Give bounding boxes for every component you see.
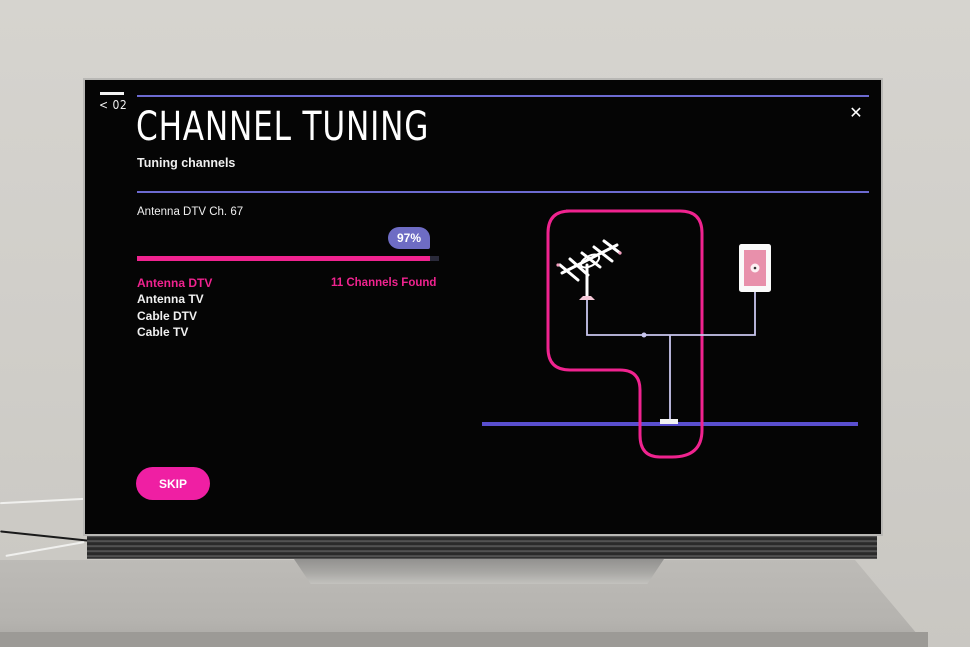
cable — [5, 541, 85, 557]
tv-frame: < 02 CHANNEL TUNING Tuning channels ✕ An… — [83, 78, 883, 536]
step-indicator-bar — [100, 92, 124, 95]
close-icon: ✕ — [849, 103, 863, 122]
current-channel-label: Antenna DTV Ch. 67 — [137, 206, 244, 218]
source-item-antenna-dtv: Antenna DTV — [137, 276, 213, 290]
page-subtitle: Tuning channels — [137, 156, 236, 170]
connection-diagram — [482, 209, 858, 459]
tuning-source-list: Antenna DTV Antenna TV Cable DTV Cable T… — [137, 275, 212, 340]
close-button[interactable]: ✕ — [849, 103, 863, 122]
cable — [0, 530, 88, 542]
source-item-cable-tv: Cable TV — [137, 324, 189, 339]
back-step-button[interactable]: < 02 — [99, 98, 128, 112]
divider — [137, 95, 869, 97]
progress-bar — [137, 256, 439, 261]
shelf-edge — [0, 632, 928, 647]
divider — [137, 191, 869, 193]
cable — [0, 497, 85, 505]
source-item-antenna-tv: Antenna TV — [137, 292, 204, 307]
tv-stand — [292, 556, 666, 584]
progress-bar-fill — [137, 256, 430, 261]
wall-outlet-icon — [739, 244, 771, 292]
tv-connector-icon — [660, 419, 678, 424]
progress-percent-badge: 97% — [388, 227, 430, 249]
antenna-icon — [556, 239, 622, 300]
soundbar-grille — [87, 533, 877, 559]
tv-screen: < 02 CHANNEL TUNING Tuning channels ✕ An… — [85, 80, 881, 534]
cable-path — [546, 209, 704, 459]
skip-button[interactable]: SKIP — [136, 467, 210, 500]
page-title: CHANNEL TUNING — [136, 104, 430, 150]
channels-found-count: 11 Channels Found — [331, 277, 437, 289]
source-item-cable-dtv: Cable DTV — [137, 308, 198, 323]
